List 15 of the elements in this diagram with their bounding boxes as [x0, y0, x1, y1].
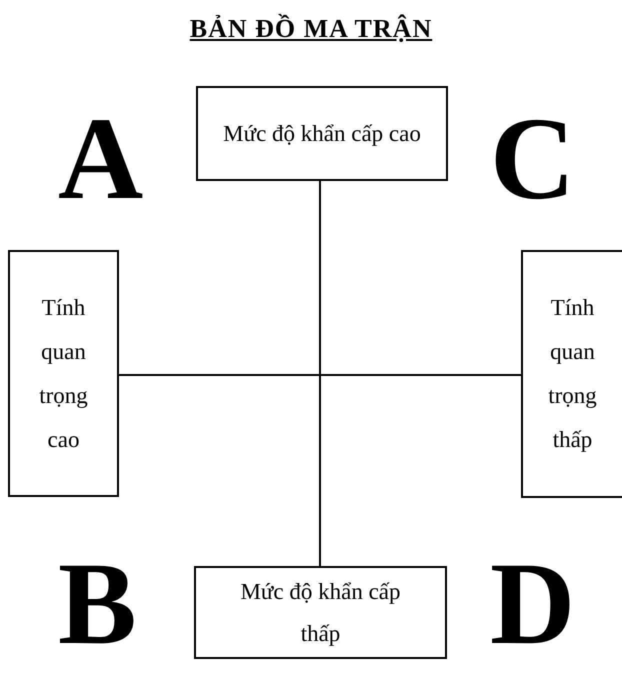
- label-box: [194, 566, 447, 659]
- diagram-title: BẢN ĐỒ MA TRẬN: [190, 14, 432, 43]
- connector-line: [119, 374, 521, 376]
- quadrant-letter: A: [58, 100, 144, 218]
- box-text: Mức độ khẩn cấp cao: [222, 120, 422, 148]
- box-text: Mức độ khẩn cấp thấp: [239, 578, 402, 648]
- quadrant-letter: B: [58, 545, 137, 663]
- label-box: [521, 250, 622, 498]
- box-text: Tính quan trọng thấp: [547, 294, 598, 454]
- connector-line: [319, 181, 321, 566]
- box-text: Tính quan trọng cao: [38, 294, 89, 454]
- quadrant-letter: D: [490, 545, 576, 663]
- label-box: [8, 250, 119, 497]
- quadrant-letter: C: [490, 100, 576, 218]
- label-box: [196, 86, 448, 181]
